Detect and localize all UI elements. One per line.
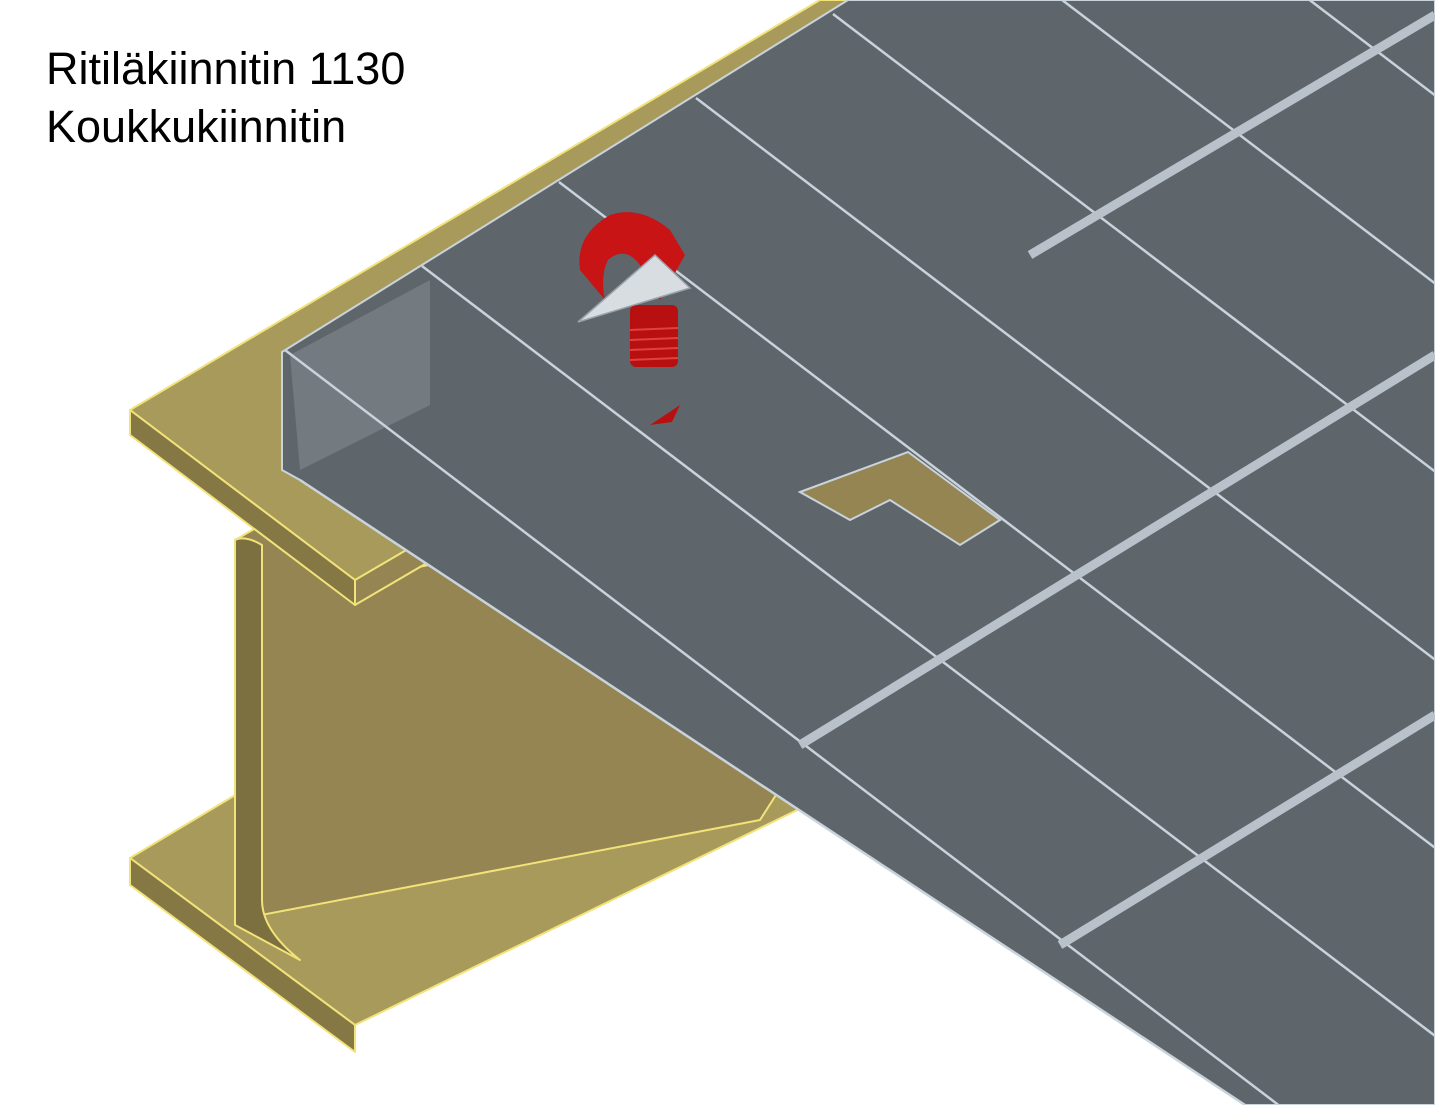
caption: Ritiläkiinnitin 1130 Koukkukiinnitin — [46, 40, 405, 156]
bearing-bar-edge — [284, 349, 1280, 1105]
grating-end-bar-inner — [290, 280, 430, 470]
hook-bolt-thread — [629, 327, 679, 361]
cross-rod — [1027, 11, 1435, 259]
product-title: Ritiläkiinnitin 1130 — [46, 43, 406, 94]
hook-tip — [650, 405, 680, 425]
bearing-bar-edge — [1307, 0, 1435, 97]
cross-rod — [797, 351, 1435, 749]
bearing-bar-edge — [695, 97, 1435, 661]
front-bar-bottom-edge — [299, 478, 1246, 1105]
hook-plate — [577, 253, 692, 323]
bearing-bar-edge — [1060, 0, 1435, 285]
beam-bottom-flange-front — [129, 857, 356, 1053]
hook-bolt — [630, 305, 678, 367]
cross-rod — [1057, 711, 1435, 949]
grating-body — [281, 0, 1435, 1105]
bearing-bar-edge — [421, 265, 1435, 1037]
cross-rods — [797, 11, 1435, 949]
bearing-bar-edge — [558, 181, 1435, 849]
product-subtitle: Koukkukiinnitin — [46, 101, 347, 152]
bearing-bar-edge — [832, 13, 1435, 473]
hook-clip — [577, 212, 692, 425]
bearing-bar-edges — [284, 0, 1435, 1105]
beam-web-fillet — [234, 537, 301, 961]
cut-notch — [797, 450, 1002, 547]
